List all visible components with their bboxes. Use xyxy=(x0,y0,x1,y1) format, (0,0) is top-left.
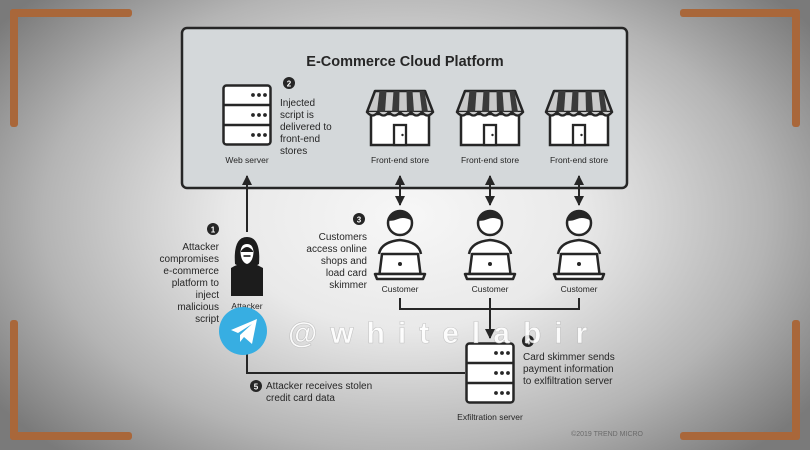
store-icon xyxy=(455,89,525,147)
web-server-icon xyxy=(222,84,272,146)
step-3-text: Customers access online shops and load c… xyxy=(306,232,367,291)
step-5-text: Attacker receives stolen credit card dat… xyxy=(266,381,372,404)
step-1-line: inject xyxy=(196,290,220,301)
store-icon xyxy=(544,89,614,147)
corner-mark-top-right xyxy=(680,9,800,17)
corner-mark-top-right-v xyxy=(792,9,800,127)
step-4-badge xyxy=(522,335,534,347)
step-1-line: platform to xyxy=(172,278,220,289)
step-2-number: 2 xyxy=(287,80,292,89)
step-1-text: Attacker compromises e-commerce platform… xyxy=(160,242,220,325)
step-3-line: Customers xyxy=(319,232,367,243)
step-1-line: malicious xyxy=(177,302,219,313)
step-4-line: payment information xyxy=(523,364,614,375)
corner-mark-bottom-left xyxy=(10,432,132,440)
corner-mark-top-left xyxy=(10,9,132,17)
customer-label: Customer xyxy=(382,284,419,294)
step-1-line: script xyxy=(195,314,219,325)
step-1-number: 1 xyxy=(211,226,216,235)
step-3-line: access online xyxy=(306,244,367,255)
customer-icon xyxy=(373,209,427,281)
customer-label: Customer xyxy=(472,284,509,294)
exfiltration-server-icon xyxy=(465,342,515,404)
step-5-line: Attacker receives stolen xyxy=(266,381,372,392)
step-2-line: Injected xyxy=(280,98,315,109)
step-3-line: load card xyxy=(326,268,367,279)
customer-icon xyxy=(463,209,517,281)
customer-label: Customer xyxy=(561,284,598,294)
step-5-number: 5 xyxy=(254,383,259,392)
attacker-label: Attacker xyxy=(231,301,262,311)
platform-title: E-Commerce Cloud Platform xyxy=(306,54,503,70)
store-label: Front-end store xyxy=(461,155,519,165)
corner-mark-bottom-right xyxy=(680,432,800,440)
corner-mark-bottom-right-v xyxy=(792,320,800,440)
step-4-number: 4 xyxy=(526,338,531,347)
step-3-number: 3 xyxy=(357,216,362,225)
step-2-text: Injected script is delivered to front-en… xyxy=(280,98,332,157)
customer-icon xyxy=(552,209,606,281)
store-icon xyxy=(365,89,435,147)
step-2-line: stores xyxy=(280,146,307,157)
web-server-label: Web server xyxy=(225,155,268,165)
attacker-icon xyxy=(231,237,263,296)
step-1-line: Attacker xyxy=(182,242,219,253)
step-1-line: e-commerce xyxy=(163,266,219,277)
step-2-line: script is xyxy=(280,110,314,121)
corner-mark-bottom-left-v xyxy=(10,320,18,440)
step-1-line: compromises xyxy=(160,254,219,265)
step-3-line: skimmer xyxy=(329,280,367,291)
store-label: Front-end store xyxy=(550,155,608,165)
step-2-badge xyxy=(283,77,295,89)
step-5-badge xyxy=(250,380,262,392)
step-3-line: shops and xyxy=(321,256,367,267)
step-1-badge xyxy=(207,223,219,235)
step-4-text: Card skimmer sends payment information t… xyxy=(523,352,615,387)
step-3-badge xyxy=(353,213,365,225)
exfiltration-server-label: Exfiltration server xyxy=(457,412,523,422)
store-label: Front-end store xyxy=(371,155,429,165)
telegram-icon xyxy=(219,307,267,355)
step-4-line: to exlfiltration server xyxy=(523,376,613,387)
step-2-line: front-end xyxy=(280,134,320,145)
step-2-line: delivered to xyxy=(280,122,332,133)
step-4-line: Card skimmer sends xyxy=(523,352,615,363)
watermark-text: @whitelabir xyxy=(288,317,600,350)
step-5-line: credit card data xyxy=(266,393,335,404)
copyright-text: ©2019 TREND MICRO xyxy=(571,430,643,438)
corner-mark-top-left-v xyxy=(10,9,18,127)
